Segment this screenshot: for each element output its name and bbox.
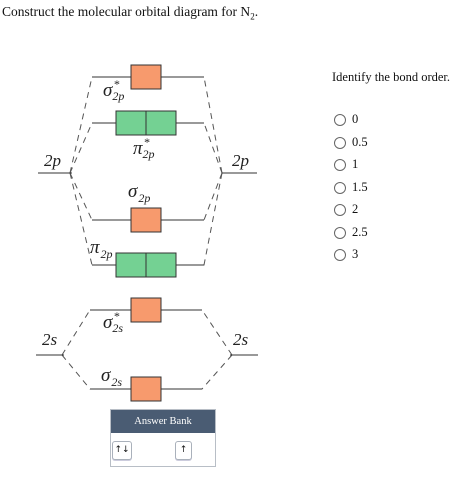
sigma2s-star-label: σ*2s — [103, 309, 123, 335]
bond-option-0-5[interactable]: 0.5 — [334, 135, 368, 150]
radio-button[interactable] — [334, 203, 346, 216]
sigma2p-star-label: σ*2p — [103, 77, 124, 103]
radio-button[interactable] — [334, 226, 346, 239]
paired-electrons-tile[interactable]: ↑↓ — [112, 441, 132, 460]
bond-order-title: Identify the bond order. — [332, 70, 451, 84]
bond-option-0[interactable]: 0 — [334, 112, 358, 127]
question-prefix: Construct the molecular orbital diagram … — [2, 4, 251, 19]
bond-option-1[interactable]: 1 — [334, 157, 358, 172]
bond-order-panel: Identify the bond order. 0 0.5 1 1.5 2 2… — [332, 70, 451, 261]
bond-option-2[interactable]: 2 — [334, 202, 358, 217]
sigma2s-label: σ2s — [101, 365, 122, 389]
bond-option-label: 1.5 — [352, 180, 368, 194]
sigma2s-star-box[interactable] — [130, 297, 162, 323]
pi2p-box-1[interactable] — [115, 252, 147, 278]
radio-button[interactable] — [334, 248, 346, 261]
bond-option-3[interactable]: 3 — [334, 247, 358, 262]
question-subscript: 2 — [250, 11, 255, 22]
answer-bank: Answer Bank ↑↓ ↑ — [110, 409, 216, 467]
radio-button[interactable] — [334, 136, 346, 149]
pi2p-star-label: π*2p — [133, 135, 155, 161]
question-suffix: . — [254, 4, 259, 19]
bond-option-2-5[interactable]: 2.5 — [334, 225, 368, 240]
pi2p-star-box-1[interactable] — [115, 110, 147, 136]
radio-button[interactable] — [334, 158, 346, 171]
left-2p-label: 2p — [44, 151, 61, 170]
bond-option-label: 3 — [352, 247, 359, 261]
bond-option-label: 1 — [352, 157, 359, 171]
answer-bank-header: Answer Bank — [111, 410, 215, 433]
sigma2s-box[interactable] — [130, 376, 162, 402]
left-2s-label: 2s — [42, 330, 58, 349]
bond-option-label: 0 — [352, 112, 359, 126]
pi2p-label: π2p — [90, 237, 113, 261]
pi2p-box-2[interactable] — [145, 252, 177, 278]
single-electron-tile[interactable]: ↑ — [175, 441, 192, 460]
bond-option-label: 2 — [352, 202, 359, 216]
mo-diagram: 2p 2p 2s 2s σ*2p π*2p σ2p π2p σ*2s σ2s — [36, 64, 258, 402]
question-text: Construct the molecular orbital diagram … — [2, 4, 258, 22]
sigma2p-box[interactable] — [130, 207, 162, 233]
sigma2p-star-box[interactable] — [130, 64, 162, 90]
sigma2p-label: σ2p — [128, 181, 150, 205]
right-2s-label: 2s — [233, 330, 249, 349]
radio-button[interactable] — [334, 113, 346, 126]
radio-button[interactable] — [334, 181, 346, 194]
bond-option-label: 0.5 — [352, 135, 368, 149]
pi2p-star-box-2[interactable] — [145, 110, 177, 136]
bond-option-1-5[interactable]: 1.5 — [334, 180, 368, 195]
right-2p-label: 2p — [232, 151, 249, 170]
bond-option-label: 2.5 — [352, 225, 368, 239]
